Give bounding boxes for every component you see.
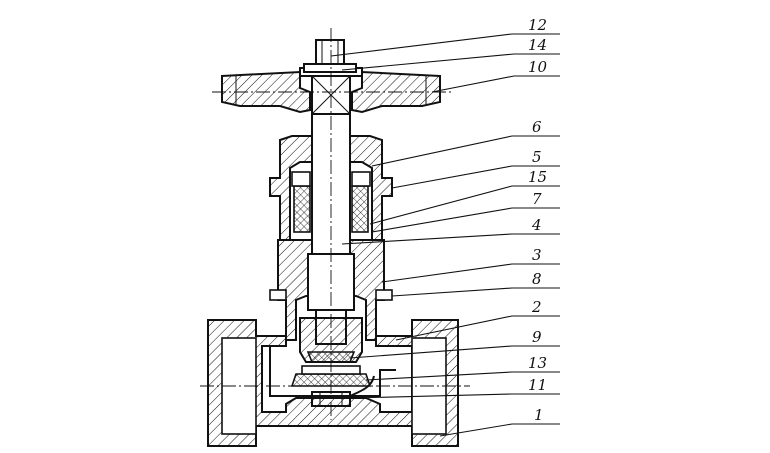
label-9: 9 [532,328,542,346]
label-15: 15 [528,168,547,186]
handwheel [221,67,441,114]
label-3: 3 [532,246,542,264]
label-7: 7 [532,190,542,208]
top-nut [303,39,357,73]
label-1: 1 [534,406,544,424]
bonnet-nut [269,135,393,241]
label-11: 11 [528,376,547,394]
label-6: 6 [532,118,542,136]
label-8: 8 [532,270,542,288]
part-labels: 12 14 10 6 5 15 7 4 3 8 2 9 13 11 1 [528,16,548,424]
label-5: 5 [532,148,542,166]
packing [291,171,371,233]
label-13: 13 [528,354,547,372]
leader-lines [330,33,560,437]
label-4: 4 [531,216,542,234]
label-14: 14 [528,36,547,54]
label-10: 10 [528,58,548,76]
label-2: 2 [531,298,542,316]
label-12: 12 [528,16,547,34]
